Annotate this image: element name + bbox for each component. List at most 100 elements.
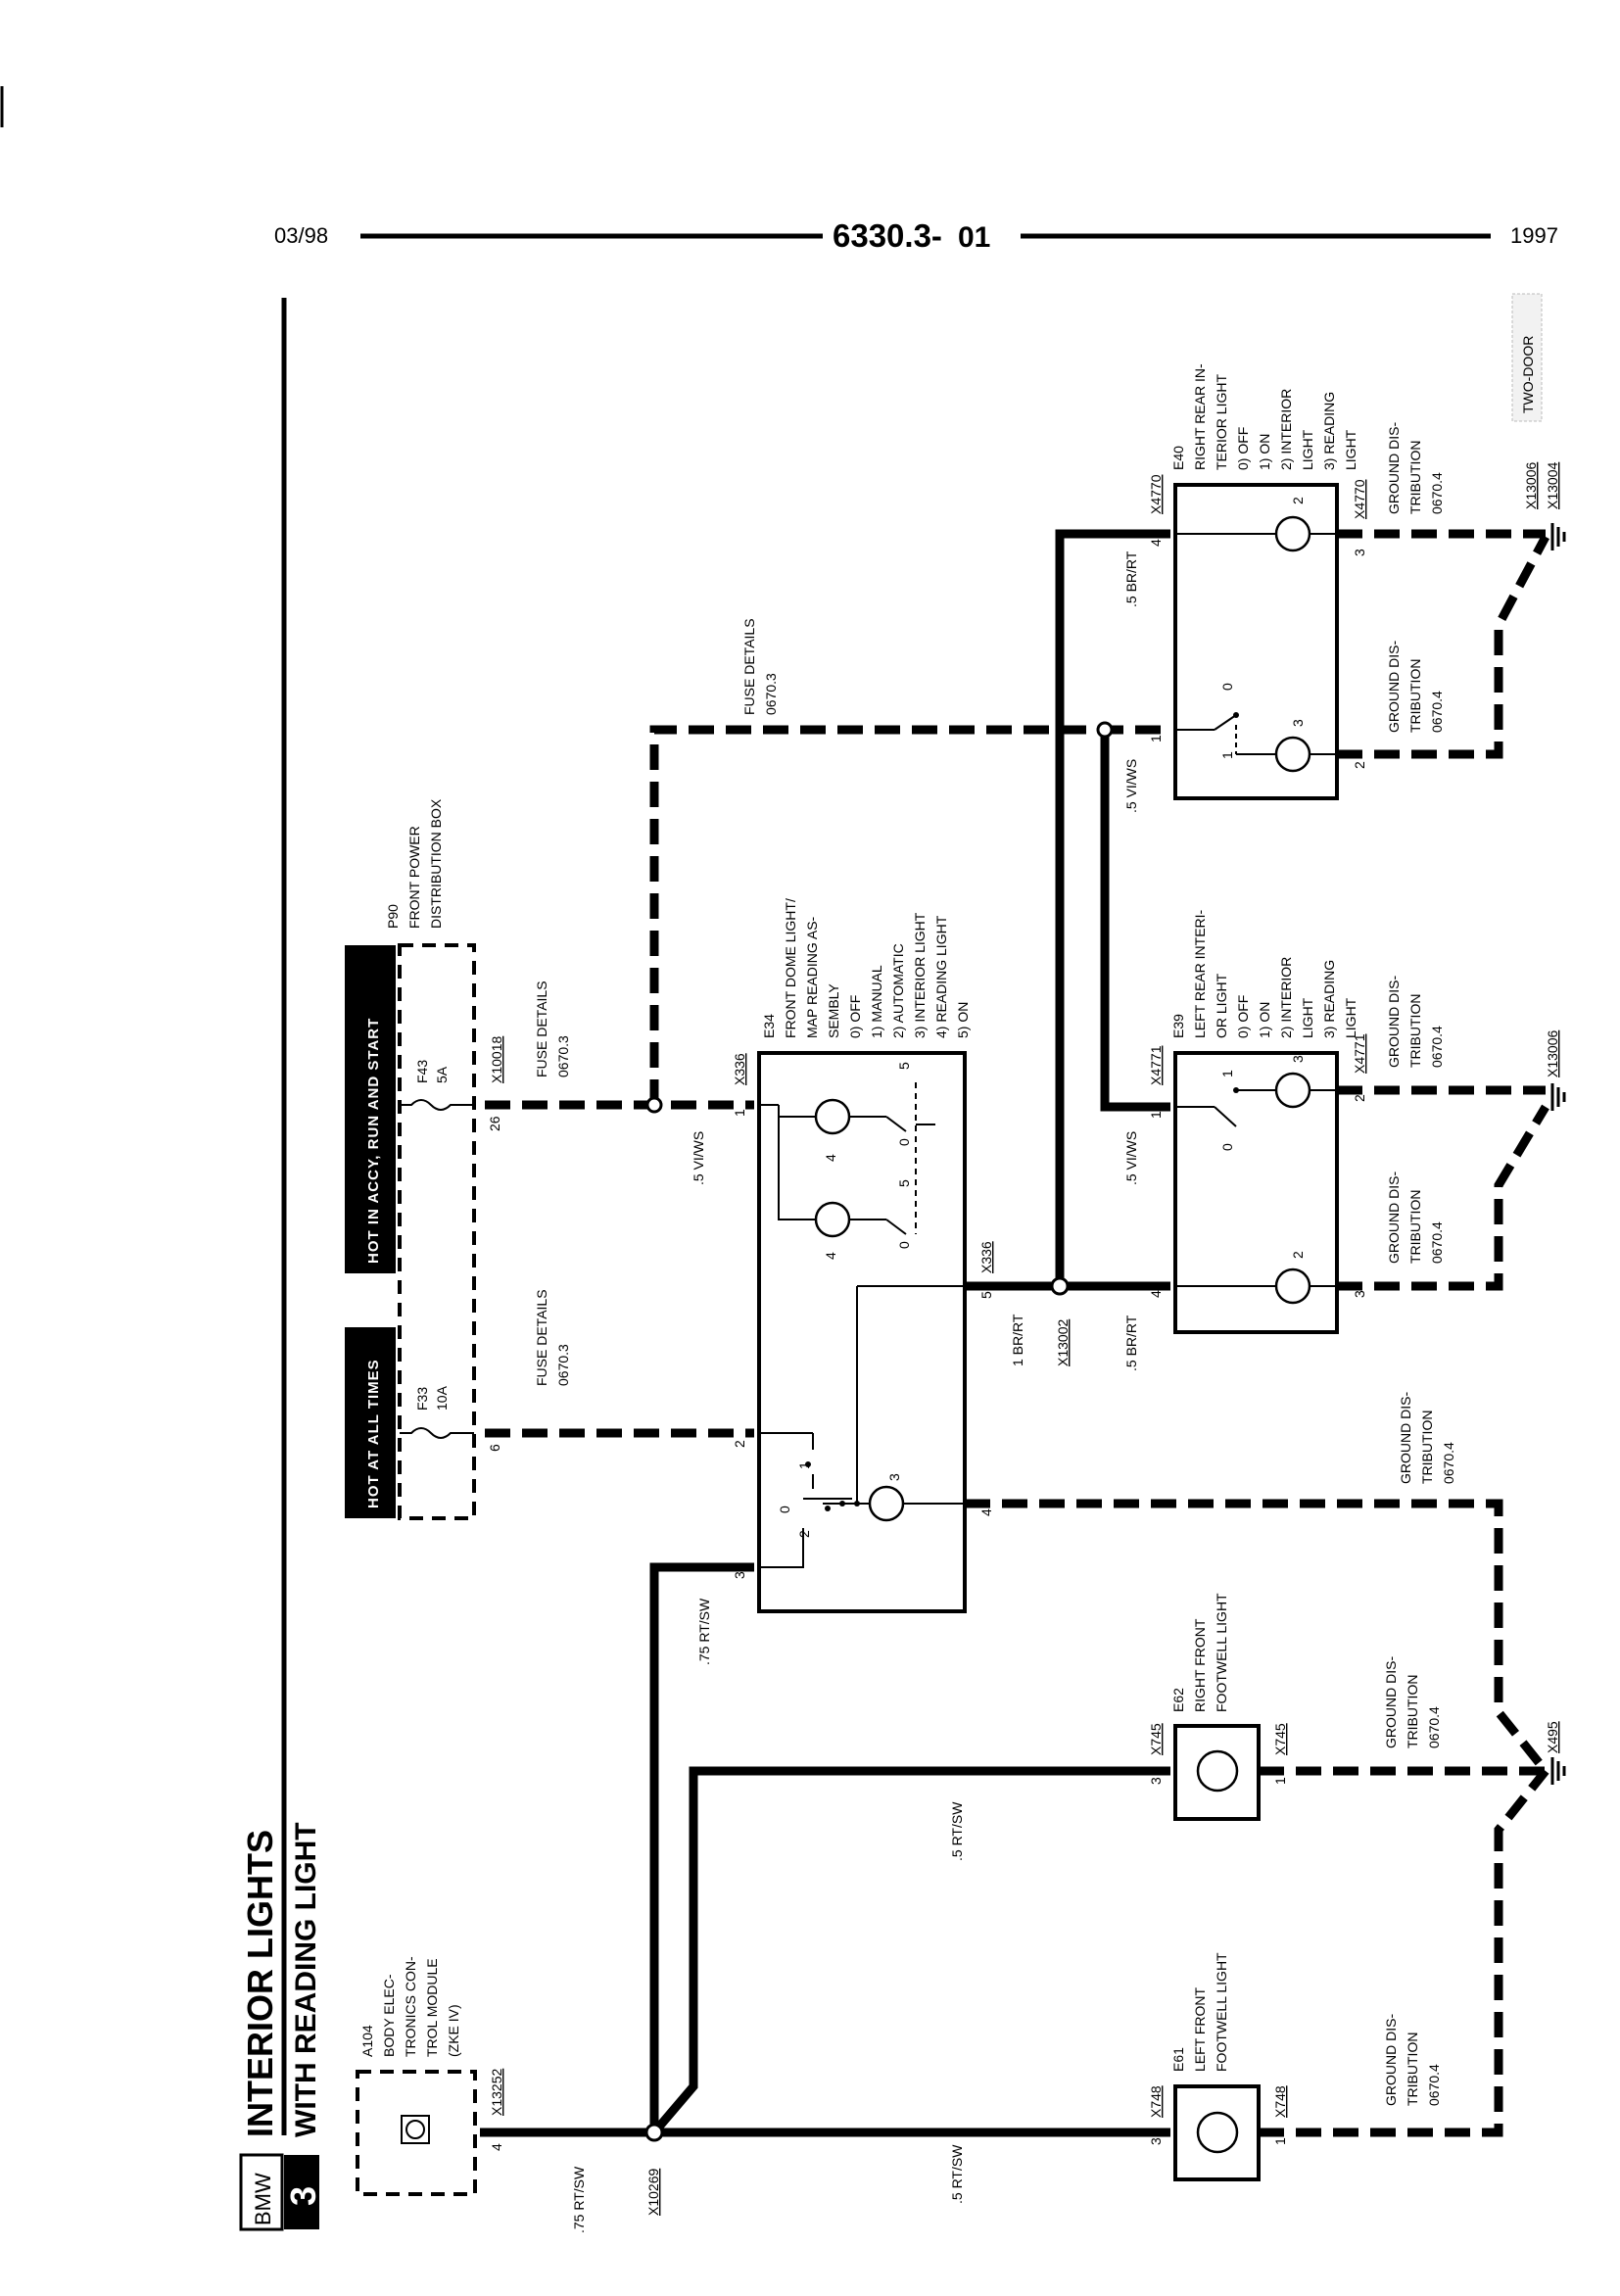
e34-name-3: SEMBLY <box>826 983 841 1038</box>
series-label: 3 <box>283 2186 323 2206</box>
e62-right-footwell-light: 3 1 X745 X745 E62 RIGHT FRONT FOOTWELL L… <box>1148 1593 1288 1821</box>
e40-conn: X4770 <box>1148 474 1164 514</box>
fuse-ref-e40: 0670.3 <box>763 673 779 715</box>
e39-state-1: 1) ON <box>1257 1002 1272 1038</box>
gnd-e39a-3: 0670.4 <box>1429 1221 1445 1264</box>
e34-pin-4: 4 <box>978 1508 994 1516</box>
e61-conn-out: X748 <box>1272 2085 1288 2118</box>
e39-conn-2: X4771 <box>1352 1033 1367 1074</box>
wire-x10269-e62 <box>650 1766 1170 2135</box>
e39-state-0: 0) OFF <box>1235 995 1251 1038</box>
e34-pin-5: 5 <box>978 1291 994 1299</box>
e34-id: E34 <box>761 1014 777 1038</box>
e34-sw-a0: 0 <box>896 1138 912 1146</box>
ground-x13006 <box>1550 1083 1566 1111</box>
e39-sw-dot <box>1233 1087 1239 1093</box>
wire-label-5-viws-a: .5 VI/WS <box>691 1131 706 1185</box>
wire-label-5-rtsw-b: .5 RT/SW <box>949 1801 965 1861</box>
e40-sw-1: 1 <box>1219 751 1235 759</box>
e39-sw <box>1214 1106 1237 1127</box>
e34-pin-3: 3 <box>732 1571 747 1579</box>
splice-labels: X10269 X13002 X495 X13006 X13006 X13004 … <box>645 293 1560 2216</box>
e34-sw-1: 1 <box>796 1461 812 1469</box>
wire-e61-ground <box>1259 1768 1549 2137</box>
gnd-e34-1: GROUND DIS- <box>1398 1392 1413 1484</box>
steering-wheel-icon <box>405 2120 425 2139</box>
e40-right-rear-light: 1 4 2 3 X4770 X4770 2 3 0 1 E40 RIGHT RE… <box>1148 363 1367 800</box>
wire-labels: .75 RT/SW .75 RT/SW .5 RT/SW .5 RT/SW .5… <box>571 550 1139 2233</box>
wire-label-75-rtsw-a: .75 RT/SW <box>571 2166 587 2233</box>
wire-e39-ground-a <box>1337 1104 1549 1291</box>
e34-sw-b <box>885 1219 907 1235</box>
e39-pin-1: 1 <box>1148 1111 1164 1119</box>
gnd-e39b-1: GROUND DIS- <box>1386 976 1402 1068</box>
ground-labels: GROUND DIS- TRIBUTION 0670.4 GROUND DIS-… <box>1383 422 1456 2106</box>
gnd-e40a-2: TRIBUTION <box>1407 659 1423 733</box>
e62-pin-out: 1 <box>1272 1777 1288 1785</box>
fuse-f33-rating: 10A <box>434 1385 450 1411</box>
splice-label-x495: X495 <box>1545 1721 1560 1753</box>
gnd-e40b-2: TRIBUTION <box>1407 441 1423 514</box>
gnd-e40a-1: GROUND DIS- <box>1386 641 1402 733</box>
a104-name-1: BODY ELEC- <box>381 1974 397 2057</box>
e34-sw-dot-4 <box>854 1501 860 1507</box>
splice-label-x13004: X13004 <box>1545 462 1560 509</box>
fuse-details-f43: FUSE DETAILS <box>534 981 549 1077</box>
e40-pin-2: 2 <box>1352 761 1367 769</box>
p90-name-1: FRONT POWER <box>406 826 422 929</box>
e34-state-3: 3) INTERIOR LIGHT <box>912 912 928 1038</box>
e39-name-2: OR LIGHT <box>1214 973 1229 1038</box>
e34-sw-a <box>885 1116 907 1132</box>
gnd-e34-3: 0670.4 <box>1441 1442 1456 1484</box>
wire-label-5-viws-c: .5 VI/WS <box>1123 759 1139 813</box>
gnd-e61-2: TRIBUTION <box>1405 2033 1420 2106</box>
fuse-f33-symbol <box>400 1427 474 1439</box>
e40-id: E40 <box>1170 446 1186 470</box>
e39-left-rear-light: 1 4 2 3 X4771 X4771 3 2 0 1 E39 LEFT REA… <box>1148 909 1367 1334</box>
gnd-e39b-2: TRIBUTION <box>1407 994 1423 1068</box>
e34-lamp-4a-num: 4 <box>823 1154 838 1162</box>
title-line-2: WITH READING LIGHT <box>290 1822 322 2137</box>
e39-sw-1: 1 <box>1219 1070 1235 1077</box>
wire-viws-e39 <box>1100 730 1170 1112</box>
a104-outline <box>356 2070 477 2196</box>
fuse-f43-symbol <box>400 1099 474 1111</box>
wire-label-5-brrt-a: .5 BR/RT <box>1123 1315 1139 1371</box>
two-door-box <box>1511 293 1543 422</box>
e39-state-3b: LIGHT <box>1343 997 1358 1038</box>
e61-name-1: LEFT FRONT <box>1192 1986 1208 2072</box>
e34-state-1: 1) MANUAL <box>869 965 884 1038</box>
e34-conn: X336 <box>732 1053 747 1085</box>
e34-name-1: FRONT DOME LIGHT/ <box>783 898 798 1038</box>
e39-lamp-3-num: 3 <box>1290 1055 1306 1063</box>
splice-viws-b <box>1096 721 1114 739</box>
wire-x10269-e34 <box>649 1562 754 2132</box>
e40-sw <box>1214 714 1237 731</box>
header-year: 1997 <box>1510 223 1558 248</box>
e34-sw-dot-2 <box>825 1506 831 1511</box>
e40-lamp-2-num: 2 <box>1290 497 1306 504</box>
wire-label-5-viws-b: .5 VI/WS <box>1123 1131 1139 1185</box>
wire-e40-ground-a <box>1337 534 1549 759</box>
e40-lamp-3-num: 3 <box>1290 719 1306 727</box>
e40-pin-4: 4 <box>1148 539 1164 547</box>
wire-e34-ground <box>965 1499 1549 1774</box>
header-code-suffix: 01 <box>958 221 990 254</box>
e34-state-4: 4) READING LIGHT <box>933 915 949 1038</box>
e34-lamp-3 <box>868 1485 905 1522</box>
e40-pin-1: 1 <box>1148 735 1164 742</box>
e62-name-1: RIGHT FRONT <box>1192 1618 1208 1712</box>
e62-conn-out: X745 <box>1272 1723 1288 1755</box>
e40-conn-2: X4770 <box>1352 479 1367 519</box>
e34-state-5: 5) ON <box>955 1002 971 1038</box>
wire-viws-e40 <box>649 725 1170 1105</box>
e39-name-1: LEFT REAR INTERI- <box>1192 909 1208 1038</box>
gnd-e40a-3: 0670.4 <box>1429 691 1445 733</box>
e34-sw-b5: 5 <box>896 1179 912 1187</box>
e40-state-3b: LIGHT <box>1343 429 1358 470</box>
a104-name-2: TRONICS CON- <box>403 1956 418 2057</box>
e61-id: E61 <box>1170 2047 1186 2072</box>
e40-outline <box>1173 483 1339 800</box>
brand-box <box>239 2153 284 2231</box>
